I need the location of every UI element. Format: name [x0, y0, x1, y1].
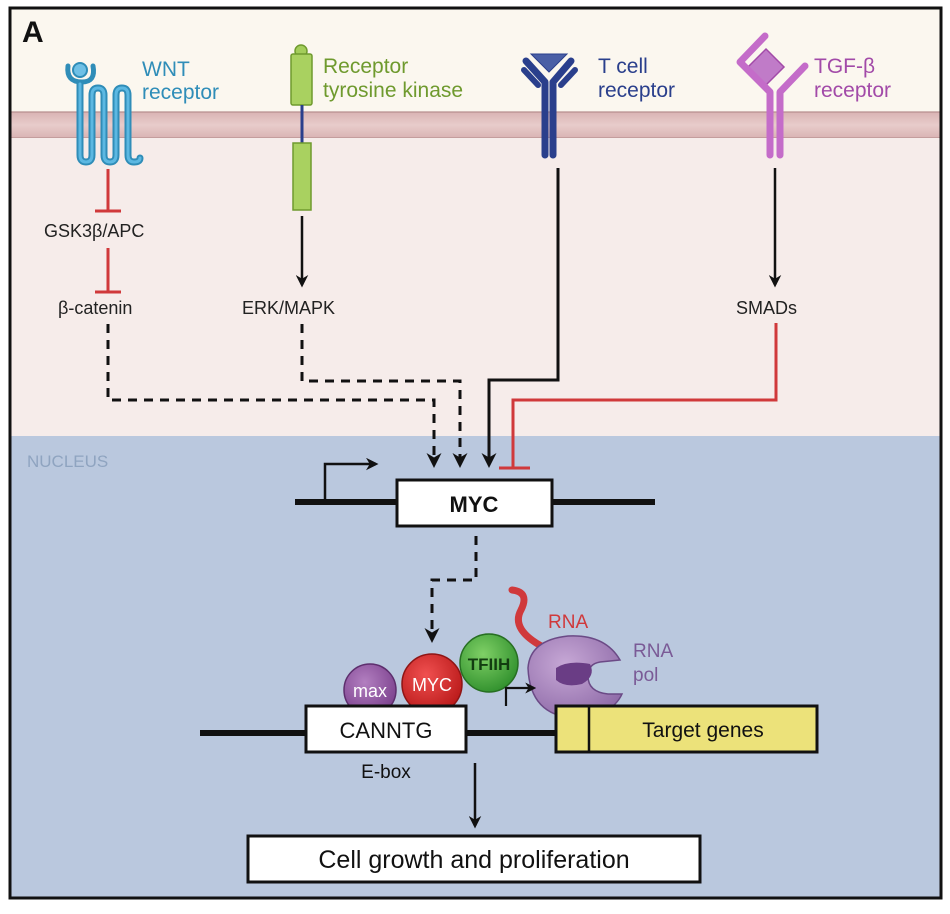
tcr-to-myc-arrow: [481, 168, 560, 468]
tgf-beta-receptor-icon: [736, 32, 809, 159]
ebox-box: [304, 704, 468, 754]
wnt-receptor-icon: [65, 62, 144, 166]
rna-strand: [508, 586, 549, 652]
plasma-membrane: [11, 112, 940, 138]
erk-to-myc-dashed-arrow: [300, 324, 468, 468]
rna-label: RNA: [548, 612, 588, 633]
wnt-to-gsk3b-inhibition: [95, 169, 121, 213]
ebox-label: E-box: [361, 762, 411, 783]
extracellular-space: [11, 9, 940, 113]
myc-protein: MYC: [401, 653, 463, 715]
tcr-label-line1: T cell: [598, 55, 648, 78]
tgfb-label-line1: TGF-β: [814, 55, 875, 78]
smads-label: SMADs: [736, 298, 797, 318]
myc-gene-label: MYC: [450, 492, 499, 517]
rtk-label-line1: Receptor: [323, 55, 408, 78]
cytoplasm: [11, 138, 940, 436]
outcome-box: [246, 834, 702, 884]
outcome-label: Cell growth and proliferation: [318, 846, 629, 874]
target-genes-label: Target genes: [642, 719, 763, 742]
panel-label: A: [22, 16, 44, 49]
wnt-receptor-label-line2: receptor: [142, 81, 219, 104]
erk-mapk-label: ERK/MAPK: [242, 298, 335, 318]
t-cell-receptor-icon: [521, 53, 578, 159]
smads-to-myc-inhibition: [499, 323, 778, 470]
myc-gene-box: [395, 478, 554, 528]
gsk3b-to-beta-catenin-inhibition: [95, 248, 121, 294]
receptor-tyrosine-kinase-icon: [290, 44, 313, 211]
beta-catenin-to-myc-dashed-arrow: [106, 324, 442, 468]
rna-pol-label-line1: RNA: [633, 641, 673, 662]
tfiih-label: TFIIH: [468, 655, 511, 674]
myc-gene-to-protein-dashed-arrow: [424, 536, 478, 643]
target-genes-box: [554, 704, 819, 754]
beta-catenin-label: β-catenin: [58, 298, 132, 318]
myc-promoter-arrow: [323, 457, 379, 500]
nucleus-label: NUCLEUS: [27, 452, 108, 471]
myc-protein-label: MYC: [412, 675, 452, 695]
ebox-sequence: CANNTG: [340, 718, 433, 743]
rna-pol-label-line2: pol: [633, 665, 658, 686]
transcription-start-arrow: [504, 682, 537, 706]
rtk-label-line2: tyrosine kinase: [323, 79, 463, 102]
wnt-receptor-label-line1: WNT: [142, 58, 190, 81]
tgfb-label-line2: receptor: [814, 79, 891, 102]
tfiih-protein: TFIIH: [459, 633, 519, 693]
gsk3b-apc-label: GSK3β/APC: [44, 221, 144, 241]
tcr-label-line2: receptor: [598, 79, 675, 102]
figure-frame: [8, 6, 943, 900]
max-protein-label: max: [353, 681, 387, 701]
